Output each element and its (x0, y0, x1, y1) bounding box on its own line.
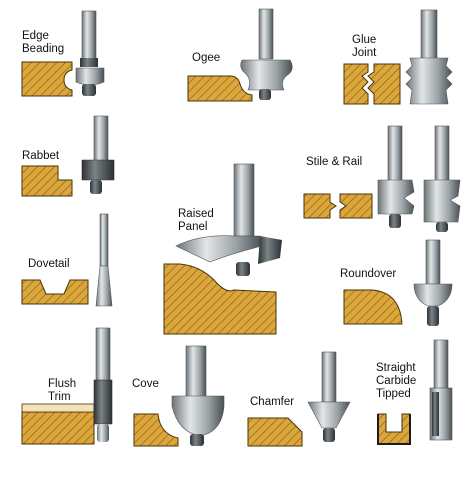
label-flush-trim: Flush Trim (48, 378, 77, 403)
chamfer-profile (247, 417, 303, 447)
label-roundover: Roundover (340, 268, 397, 280)
label-chamfer: Chamfer (250, 396, 295, 408)
cove-bit (171, 345, 225, 446)
glue-joint-profile-left (343, 63, 369, 105)
ogee-profile (187, 75, 253, 102)
label-glue-joint: Glue Joint (352, 34, 377, 59)
ogee-bit (240, 8, 293, 100)
label-dovetail: Dovetail (28, 258, 70, 270)
label-stile-rail: Stile & Rail (306, 156, 363, 168)
straight-carbide-bit (429, 339, 453, 441)
glue-joint-bit (405, 9, 453, 105)
ogee-group (187, 8, 293, 102)
rabbet-profile (21, 165, 73, 197)
roundover-bit (413, 239, 453, 326)
cove-profile (133, 413, 179, 447)
rabbet-bit (81, 115, 115, 194)
label-ogee: Ogee (192, 52, 221, 64)
flush-trim-veneer (21, 403, 95, 413)
flush-trim-profile (21, 411, 95, 445)
raised-panel-bit (175, 163, 282, 276)
stile-rail-profile-right (339, 193, 373, 219)
edge-beading-bit (75, 10, 105, 96)
label-rabbet: Rabbet (22, 150, 60, 162)
dovetail-bit (95, 213, 113, 307)
edge-beading-group (21, 10, 105, 97)
stile-rail-bit-2 (423, 125, 461, 232)
glue-joint-group (343, 9, 453, 105)
chamfer-bit (307, 351, 351, 442)
cove-group (133, 345, 225, 447)
straight-carbide-group (377, 339, 453, 445)
label-straight-carbide: Straight Carbide Tipped (376, 362, 417, 400)
dovetail-group (21, 213, 113, 307)
roundover-profile (343, 289, 403, 325)
raised-panel-group (163, 163, 282, 335)
flush-trim-group (21, 327, 113, 445)
stile-rail-bit-1 (377, 125, 415, 228)
roundover-group (343, 239, 453, 326)
label-raised-panel: Raised Panel (178, 208, 214, 233)
label-edge-beading: Edge Beading (22, 30, 65, 55)
straight-carbide-profile (377, 413, 411, 445)
label-cove: Cove (132, 378, 159, 390)
rabbet-group (21, 115, 115, 197)
stile-rail-group (303, 125, 461, 232)
straight-carbide-outline (377, 414, 411, 445)
edge-beading-profile (21, 61, 73, 97)
raised-panel-profile (163, 263, 277, 335)
chamfer-group (247, 351, 351, 447)
glue-joint-profile-right (367, 63, 401, 105)
flush-trim-bit (93, 327, 113, 442)
dovetail-profile (21, 279, 89, 305)
stile-rail-profile-left (303, 193, 337, 219)
